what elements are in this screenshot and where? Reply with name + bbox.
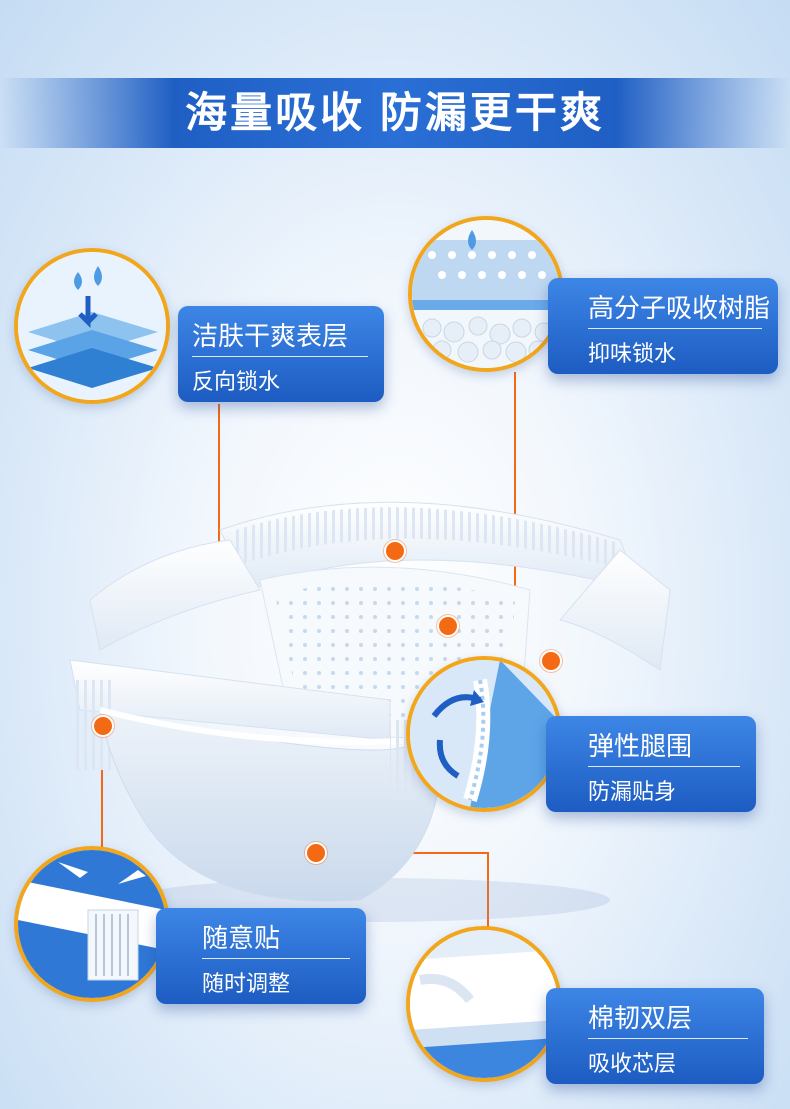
feature-title-5: 棉韧双层 bbox=[588, 1003, 693, 1033]
feature-title-2: 高分子吸收树脂 bbox=[588, 293, 771, 323]
feature-subtitle-1: 反向锁水 bbox=[192, 369, 281, 394]
feature-card-2: 高分子吸收树脂 抑味锁水 bbox=[548, 278, 778, 374]
headline-banner bbox=[0, 78, 790, 148]
pointer-dot-2 bbox=[437, 615, 459, 637]
polymer-beads-icon bbox=[408, 216, 564, 372]
feature-card-3: 弹性腿围 防漏贴身 bbox=[546, 716, 756, 812]
feature-divider-3 bbox=[588, 766, 740, 767]
feature-subtitle-3: 防漏贴身 bbox=[588, 779, 677, 804]
feature-card-4: 随意贴 随时调整 bbox=[156, 908, 366, 1004]
feature-title-3: 弹性腿围 bbox=[588, 731, 693, 761]
pointer-dot-4 bbox=[92, 715, 114, 737]
feature-title-4: 随意贴 bbox=[202, 923, 281, 953]
pointer-dot-1 bbox=[384, 540, 406, 562]
velcro-tab-icon bbox=[14, 846, 170, 1002]
connector-line-5b bbox=[487, 852, 489, 928]
feature-divider-4 bbox=[202, 958, 350, 959]
pointer-dot-5 bbox=[305, 842, 327, 864]
connector-line-4 bbox=[101, 724, 103, 854]
feature-divider-2 bbox=[588, 328, 762, 329]
feature-card-1: 洁肤干爽表层 反向锁水 bbox=[178, 306, 384, 402]
connector-line-2 bbox=[514, 372, 516, 626]
feature-subtitle-4: 随时调整 bbox=[202, 971, 291, 996]
feature-subtitle-2: 抑味锁水 bbox=[588, 341, 677, 366]
elastic-leg-cuff-icon bbox=[406, 656, 562, 812]
feature-card-5: 棉韧双层 吸收芯层 bbox=[546, 988, 764, 1084]
feature-divider-5 bbox=[588, 1038, 748, 1039]
feature-subtitle-5: 吸收芯层 bbox=[588, 1051, 677, 1076]
feature-title-1: 洁肤干爽表层 bbox=[192, 321, 349, 351]
double-layer-core-icon bbox=[406, 926, 562, 1082]
headline-title: 海量吸收 防漏更干爽 bbox=[185, 89, 605, 136]
connector-line-1 bbox=[218, 404, 220, 550]
feature-divider-1 bbox=[192, 356, 368, 357]
absorb-layers-icon bbox=[14, 248, 170, 404]
